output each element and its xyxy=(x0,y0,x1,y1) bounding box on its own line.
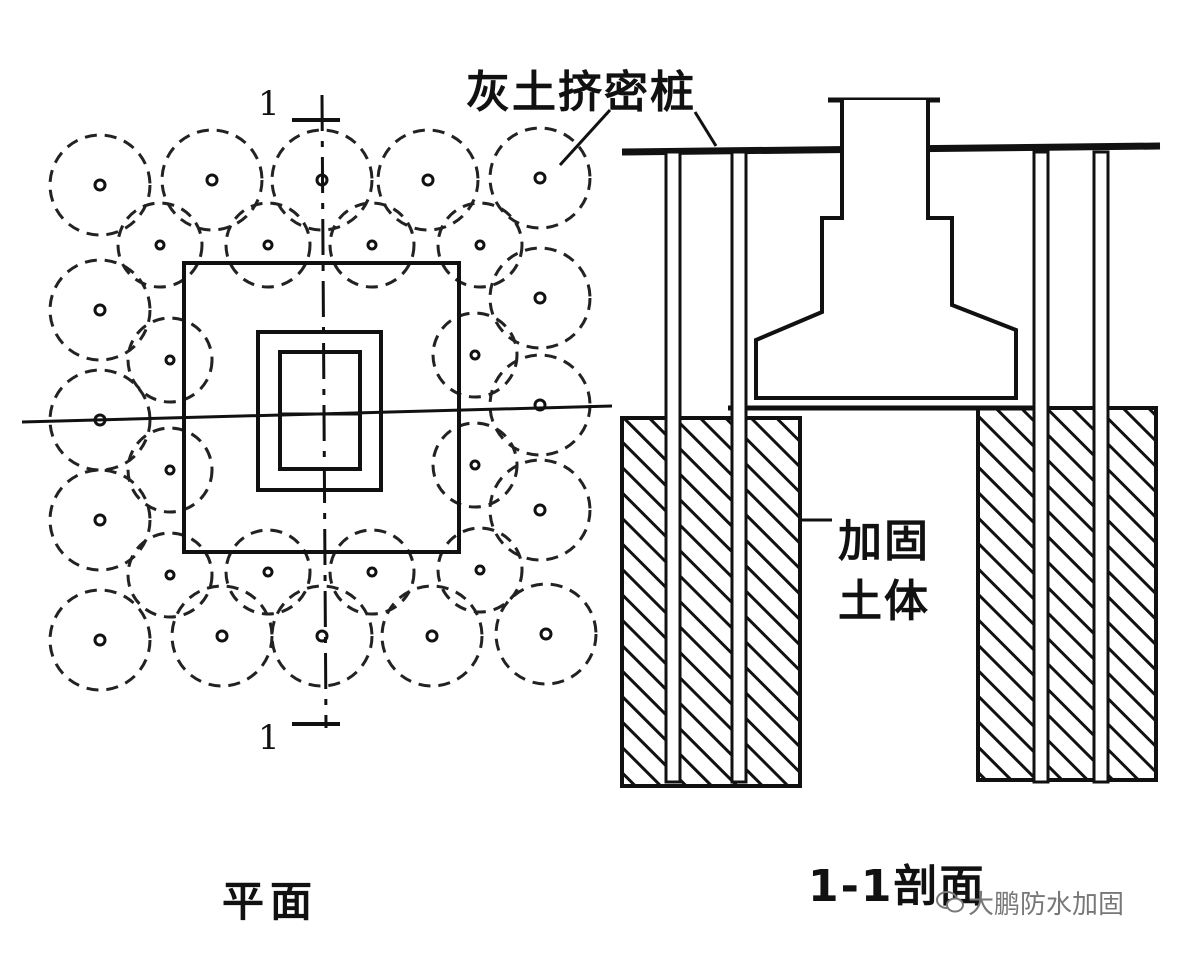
pile-circle xyxy=(488,126,592,230)
pile-center-dot xyxy=(366,566,378,578)
pile-center-dot xyxy=(539,627,553,641)
reinforced-soil-left xyxy=(620,416,802,788)
pile-circle xyxy=(170,584,274,688)
pile-center-dot xyxy=(421,173,435,187)
pile-center-dot xyxy=(262,566,274,578)
pile-circle xyxy=(126,426,214,514)
pile-circle xyxy=(328,201,416,289)
wechat-icon xyxy=(936,890,964,921)
pile-center-dot xyxy=(474,239,486,251)
pile-centers xyxy=(93,171,553,647)
pile-circle xyxy=(126,531,214,619)
pile-center-dot xyxy=(533,291,547,305)
pile-circle xyxy=(328,528,416,616)
pile-circle xyxy=(224,528,312,616)
column-outline xyxy=(278,350,362,471)
pile-circle xyxy=(380,584,484,688)
footing-step-outline xyxy=(256,330,383,492)
pile-circle xyxy=(494,582,598,686)
pile-center-dot xyxy=(474,564,486,576)
plan-pile-leader xyxy=(558,108,612,167)
reinforced-soil-label-line2: 土体 xyxy=(838,576,930,627)
pile-shaft xyxy=(730,150,748,784)
pile-circle xyxy=(431,421,519,509)
reinforced-soil-right xyxy=(976,406,1158,782)
pile-circle xyxy=(48,588,152,692)
plan-view-caption: 平面 xyxy=(222,877,319,926)
pile-label-leader xyxy=(693,111,718,147)
pile-shaft xyxy=(1092,150,1110,784)
pile-circle xyxy=(436,201,524,289)
pile-center-dot xyxy=(154,239,166,251)
pile-center-dot xyxy=(262,239,274,251)
pile-circle xyxy=(48,133,152,237)
pile-center-dot xyxy=(93,303,107,317)
pile-center-dot xyxy=(469,349,481,361)
foundation-outline xyxy=(182,261,461,554)
pile-center-dot xyxy=(205,173,219,187)
pile-center-dot xyxy=(164,569,176,581)
pile-center-dot xyxy=(164,354,176,366)
pile-center-dot xyxy=(93,513,107,527)
pile-circle xyxy=(376,128,480,232)
pile-center-dot xyxy=(425,629,439,643)
reinforced-soil-label-line1: 加固 xyxy=(838,516,930,567)
pile-circle xyxy=(116,201,204,289)
lime-soil-piles xyxy=(664,150,1110,784)
section-mark-bottom: 1 xyxy=(258,718,280,758)
pile-shaft xyxy=(664,150,682,784)
pile-circle xyxy=(488,246,592,350)
pile-circle xyxy=(48,468,152,572)
pile-center-dot xyxy=(315,629,329,643)
section-mark-top: 1 xyxy=(258,84,280,124)
pile-circle xyxy=(488,458,592,562)
watermark: 大鹏防水加固 xyxy=(936,884,1124,921)
pile-center-dot xyxy=(533,171,547,185)
pile-circle xyxy=(48,258,152,362)
pile-circle xyxy=(270,128,374,232)
pile-circle xyxy=(488,353,592,457)
pile-circle xyxy=(270,584,374,688)
pile-center-dot xyxy=(533,503,547,517)
pile-circle xyxy=(126,316,214,404)
pile-circle xyxy=(436,526,524,614)
foundation-profile xyxy=(754,100,1018,400)
pile-circle xyxy=(224,201,312,289)
pile-center-dot xyxy=(533,398,547,412)
plan-vertical-axis xyxy=(320,94,328,729)
pile-circle xyxy=(160,128,264,232)
watermark-text: 大鹏防水加固 xyxy=(968,890,1125,920)
pile-center-dot xyxy=(215,629,229,643)
pile-shaft xyxy=(1032,150,1050,784)
pile-circles-grid xyxy=(48,126,598,692)
pile-circle xyxy=(431,311,519,399)
pile-center-dot xyxy=(93,633,107,647)
pile-center-dot xyxy=(93,178,107,192)
pile-center-dot xyxy=(164,464,176,476)
pile-label: 灰土挤密桩 xyxy=(466,67,696,118)
pile-center-dot xyxy=(469,459,481,471)
pile-center-dot xyxy=(366,239,378,251)
